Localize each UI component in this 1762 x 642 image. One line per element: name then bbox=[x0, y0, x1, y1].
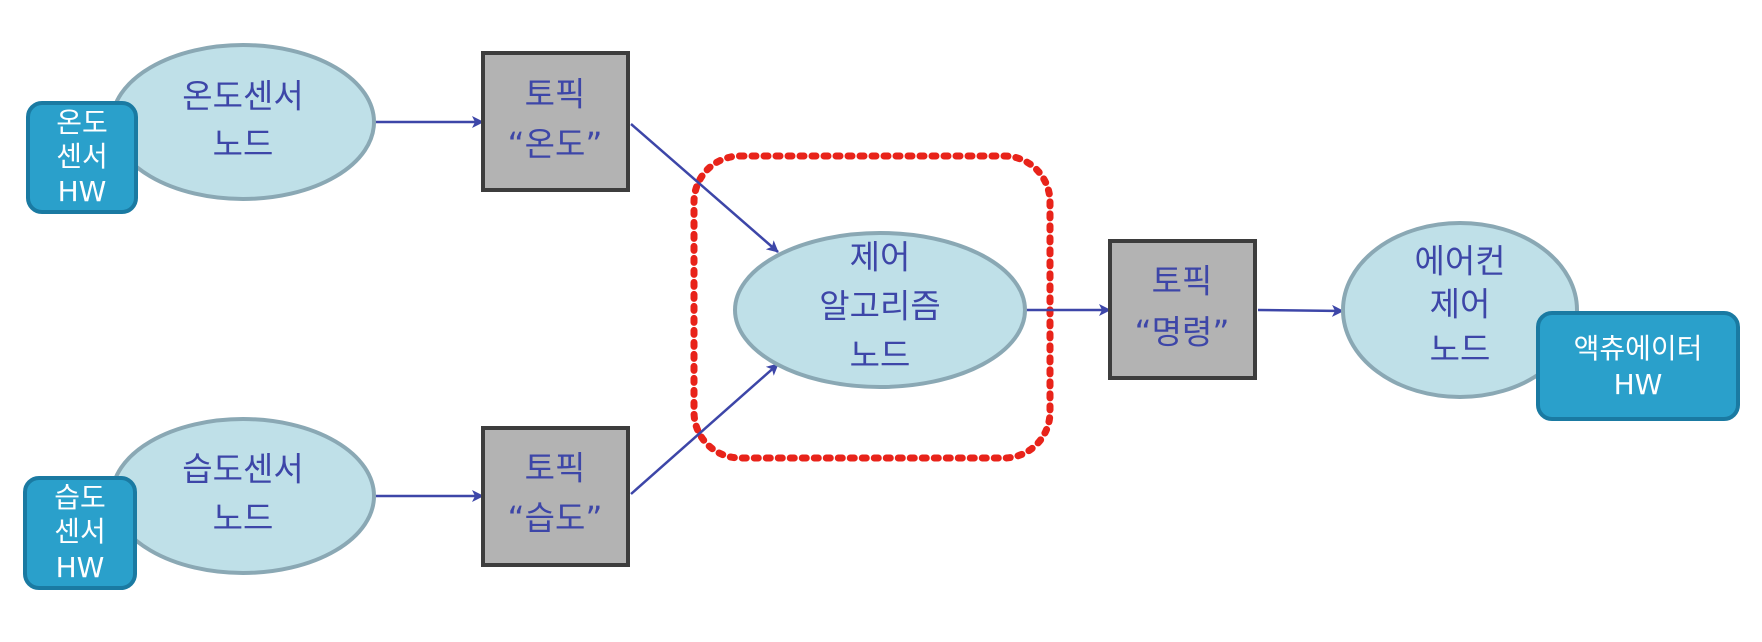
edge-temp-topic-to-control-node bbox=[630, 123, 779, 253]
humidity-sensor-hw-line-3: HW bbox=[56, 551, 105, 584]
control-algorithm-node-line-1: 제어 bbox=[850, 238, 911, 277]
topic-command-line-2: “명령” bbox=[1135, 313, 1230, 352]
temp-sensor-hw-line-1: 온도 bbox=[56, 106, 108, 139]
humidity-sensor-hw-line-1: 습도 bbox=[54, 481, 106, 514]
humidity-sensor-node: 습도센서 노드 bbox=[110, 417, 376, 575]
control-node-highlight bbox=[690, 152, 1054, 462]
temp-sensor-hw-line-2: 센서 bbox=[56, 140, 108, 173]
topic-humidity-line-2: “습도” bbox=[508, 499, 603, 538]
topic-humidity-line-1: 토픽 bbox=[525, 449, 586, 488]
control-algorithm-node-line-2: 알고리즘 bbox=[819, 287, 940, 326]
humidity-sensor-node-line-1: 습도센서 bbox=[182, 450, 303, 489]
aircon-control-node-line-3: 노드 bbox=[1430, 330, 1491, 369]
temp-sensor-hw: 온도 센서 HW bbox=[26, 101, 138, 214]
temp-sensor-node-line-1: 온도센서 bbox=[182, 77, 303, 116]
topic-temperature-line-2: “온도” bbox=[508, 125, 603, 164]
temp-sensor-hw-line-3: HW bbox=[58, 175, 107, 208]
topic-command: 토픽 “명령” bbox=[1108, 239, 1257, 380]
temp-sensor-node-line-2: 노드 bbox=[213, 125, 274, 164]
edge-humidity-topic-to-control-node bbox=[630, 363, 779, 495]
actuator-hw: 액츄에이터 HW bbox=[1536, 311, 1740, 421]
topic-humidity: 토픽 “습도” bbox=[481, 426, 630, 567]
control-algorithm-node-line-3: 노드 bbox=[850, 336, 911, 375]
actuator-hw-line-1: 액츄에이터 bbox=[1574, 332, 1703, 365]
edge-command-topic-to-aircon-node bbox=[1257, 304, 1344, 317]
topic-command-line-1: 토픽 bbox=[1152, 262, 1213, 301]
aircon-control-node: 에어컨 제어 노드 bbox=[1341, 221, 1579, 399]
aircon-control-node-line-1: 에어컨 bbox=[1414, 242, 1505, 281]
topic-temperature-line-1: 토픽 bbox=[525, 75, 586, 114]
humidity-sensor-hw: 습도 센서 HW bbox=[23, 476, 137, 590]
temp-sensor-node: 온도센서 노드 bbox=[110, 43, 376, 201]
humidity-sensor-hw-line-2: 센서 bbox=[54, 515, 106, 548]
aircon-control-node-line-2: 제어 bbox=[1430, 285, 1491, 324]
control-algorithm-node: 제어 알고리즘 노드 bbox=[733, 231, 1027, 389]
actuator-hw-line-2: HW bbox=[1614, 368, 1663, 401]
topic-temperature: 토픽 “온도” bbox=[481, 51, 630, 192]
humidity-sensor-node-line-2: 노드 bbox=[213, 499, 274, 538]
